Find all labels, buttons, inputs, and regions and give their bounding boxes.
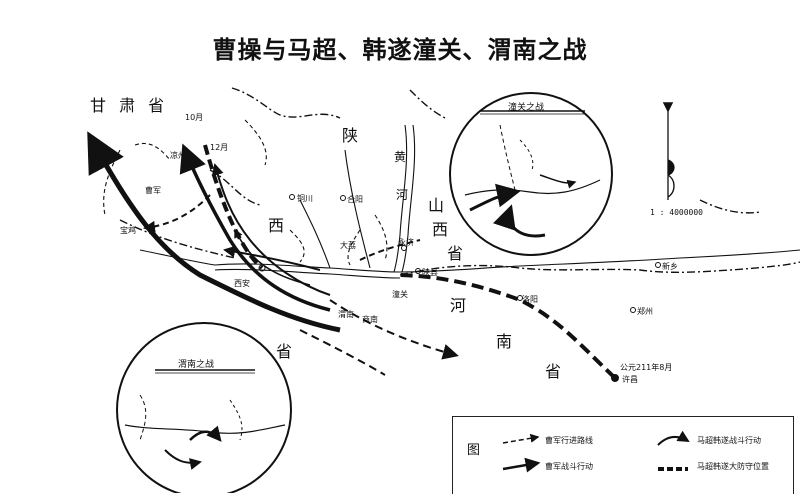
city-tongguan: 潼关 [392,290,408,299]
legend-ma-battle: 马超韩遂战斗行动 [697,436,761,445]
legend-cao-battle: 曹军战斗行动 [545,462,593,471]
tongguan-inset [449,92,613,256]
weinan-inset [116,322,292,493]
month-10-label: 10月 [185,113,204,122]
city-shangnan: 商南 [362,315,378,324]
weinan-inset-title: 渭南之战 [178,360,215,370]
province-shaanxi-shaan: 陕 [342,126,359,145]
cao-army-label: 曹军 [145,186,161,195]
province-shaanxi-xi: 西 [268,216,285,235]
city-baoji: 宝鸡 [120,226,136,235]
legend-cao-route: 曹军行进路线 [545,436,593,445]
legend-ma-defense: 马超韩遂大防守位置 [697,462,769,471]
province-shanxi-xi: 西 [432,220,449,239]
city-xinxiang: 新乡 [662,262,678,271]
city-heyang: 合阳 [347,195,363,204]
province-huang: 黄 [394,150,407,164]
city-luoyang: 洛阳 [522,295,538,304]
legend-symbols [502,430,690,473]
month-12-label: 12月 [210,143,229,152]
rivers [139,124,800,279]
minor-movements [103,119,388,266]
city-weinan: 渭南 [338,310,354,319]
city-zhengzhou: 郑州 [637,307,653,316]
legend-title: 图 [467,443,481,458]
city-yongji: 永济 [398,238,414,247]
city-markers [149,194,661,382]
liangzhou-label: 凉州 [170,151,186,160]
province-shanxi-shan: 山 [428,196,445,215]
tongguan-inset-title: 潼关之战 [508,103,545,113]
city-xuchang: 许昌 [622,375,638,384]
page-title: 曹操与马超、韩遂潼关、渭南之战 [212,36,588,64]
province-shaanxi-sheng: 省 [276,342,293,361]
cao-routes [143,144,617,380]
province-shanxi-sheng: 省 [447,244,464,263]
scale-label: 1 : 4000000 [650,208,703,217]
north-arrow [662,102,675,200]
city-dali: 大荔 [340,241,356,250]
city-xian: 西安 [234,279,250,288]
province-he-river: 河 [396,188,409,202]
province-gansu: 甘 肃 省 [90,96,169,115]
province-henan-sheng: 省 [545,362,562,381]
province-henan-nan: 南 [496,332,513,351]
date-start-label: 公元211年8月 [620,363,673,372]
legend: 图 曹军行进路线 曹军战斗行动 马超韩遂战斗行动 马超韩遂大防守位置 [452,416,794,494]
province-henan-he: 河 [450,296,467,315]
city-tongchuan: 铜川 [297,194,313,203]
city-shanxian: 陕县 [422,268,438,277]
